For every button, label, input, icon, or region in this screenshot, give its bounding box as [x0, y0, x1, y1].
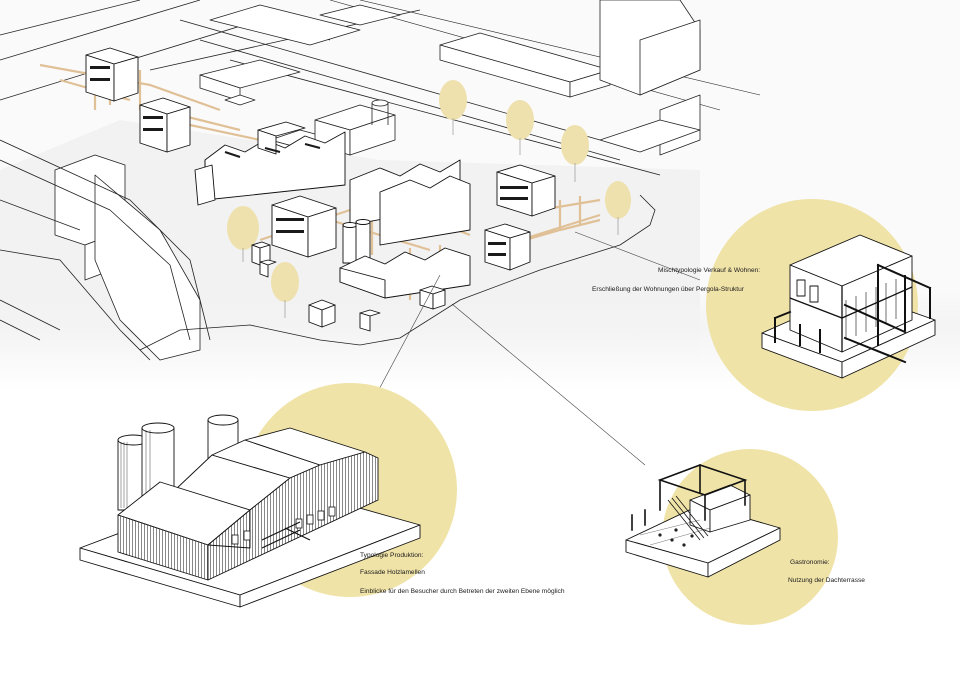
gastronomy-detail: [625, 449, 838, 625]
production-detail: [79, 383, 457, 608]
leader-mixed-use: [574, 231, 701, 281]
context-buildings: [0, 0, 761, 361]
mixed-use-detail: [706, 199, 936, 411]
mixed-use-title: Mischtypologie Verkauf & Wohnen:: [658, 267, 761, 274]
production-title: Typologie Produktion:: [360, 552, 424, 559]
production-facade: Fassade Holzlamellen: [360, 569, 425, 576]
gastronomy-title: Gastronomie:: [790, 559, 830, 566]
site-buildings: [85, 47, 556, 332]
gastronomy-note: Nutzung der Dachterrasse: [788, 577, 865, 584]
window-details: [90, 66, 528, 256]
mixed-use-note: Erschließung der Wohnungen über Pergola-…: [592, 286, 744, 293]
site-edge: [139, 194, 656, 351]
leader-gastronomy: [451, 303, 646, 466]
production-note: Einblicke für den Besucher durch Betrete…: [360, 588, 565, 595]
